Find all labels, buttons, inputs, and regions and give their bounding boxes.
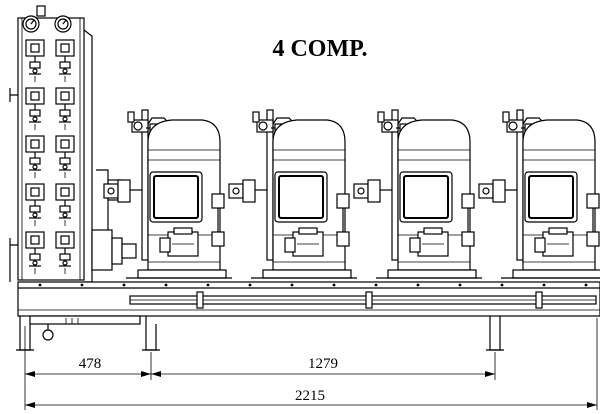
pressure-switch-icon — [25, 135, 45, 178]
bolt-icon — [80, 283, 84, 287]
bolt-icon — [416, 283, 420, 287]
pressure-switch-icon — [55, 231, 75, 274]
pressure-switch-icon — [55, 135, 75, 178]
bolt-icon — [164, 283, 168, 287]
dimension-label-left: 478 — [79, 356, 102, 372]
dimension-label-overall: 2215 — [295, 388, 325, 404]
pressure-switch-icon — [25, 183, 45, 226]
base-frame — [17, 281, 600, 341]
bolt-icon — [542, 283, 546, 287]
dimension-lines — [24, 318, 598, 410]
bolt-icon — [458, 283, 462, 287]
compressor-unit — [353, 109, 482, 297]
support-feet — [16, 316, 504, 351]
compressor-unit — [103, 109, 232, 297]
pressure-switch-icon — [55, 39, 75, 82]
bolt-icon — [374, 283, 378, 287]
pressure-gauge-icon — [54, 15, 72, 33]
bolt-icon — [332, 283, 336, 287]
bolt-icon — [584, 283, 588, 287]
drawing-title: 4 COMP. — [272, 36, 367, 62]
pressure-switch-icon — [55, 183, 75, 226]
bolt-icon — [290, 283, 294, 287]
bolt-icon — [122, 283, 126, 287]
compressor-unit — [478, 109, 600, 297]
control-panel — [9, 5, 93, 283]
compressor-row — [103, 109, 600, 297]
bolt-icon — [248, 283, 252, 287]
dimension-label-middle: 1279 — [308, 356, 338, 372]
pressure-switch-icon — [25, 87, 45, 130]
pressure-switch-icon — [25, 39, 45, 82]
pressure-gauge-icon — [22, 15, 40, 33]
bolt-icon — [38, 283, 42, 287]
pressure-switch-icon — [55, 87, 75, 130]
pressure-switch-icon — [25, 231, 45, 274]
bolt-icon — [500, 283, 504, 287]
compressor-unit — [228, 109, 357, 297]
bolt-icon — [206, 283, 210, 287]
